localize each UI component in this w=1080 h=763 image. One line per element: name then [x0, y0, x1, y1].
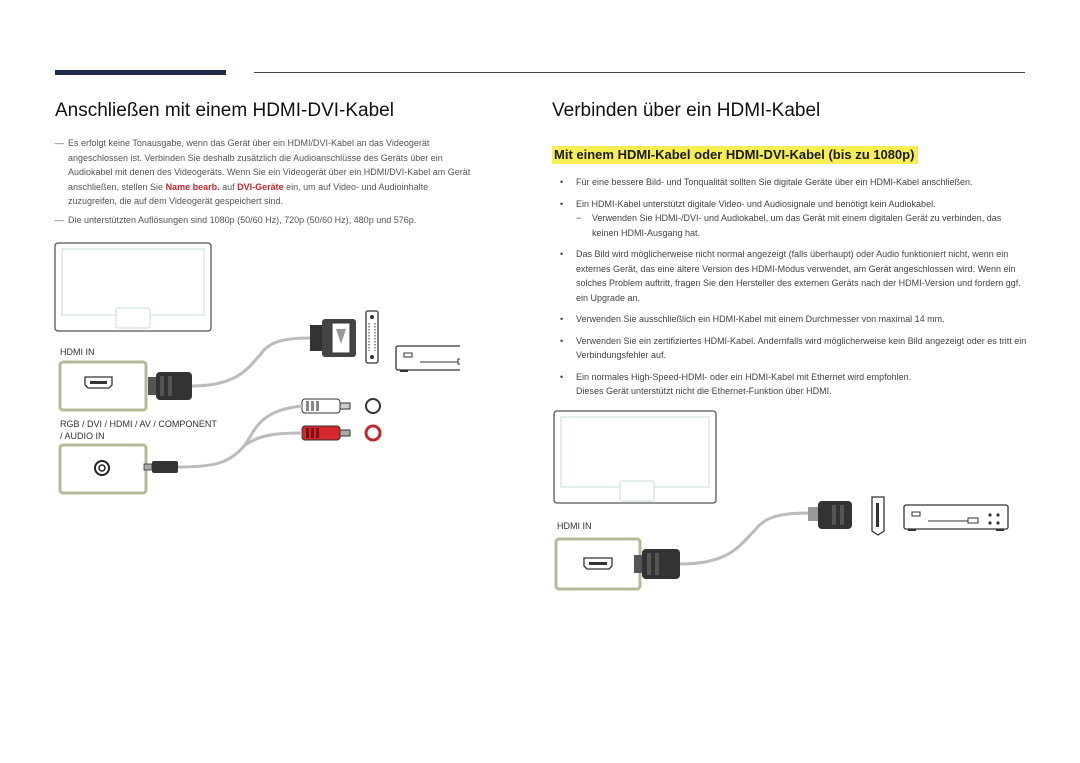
audio-in-label: RGB / DVI / HDMI / AV / COMPONENT / AUDI… [60, 418, 217, 442]
hdmi-cable-plug-icon [634, 549, 680, 579]
note-text: Es erfolgt keine Tonausgabe, wenn das Ge… [68, 138, 471, 192]
note-text: ein, um auf Video- und Audioinhalte zuzu… [68, 181, 429, 207]
bullet-icon: • [560, 314, 564, 324]
header-rule [254, 72, 1025, 73]
bullet-text: Ein HDMI-Kabel unterstützt digitale Vide… [576, 198, 936, 209]
dvi-port-icon [365, 310, 379, 364]
bullet-text: Verwenden Sie ausschließlich ein HDMI-Ka… [576, 314, 945, 324]
hdmi-cable-plug-icon [148, 372, 192, 400]
note-dash: ― [55, 138, 64, 148]
hdmi-dvi-connection-diagram [54, 242, 460, 495]
hdmi-in-label: HDMI IN [557, 521, 592, 531]
hdmi-dvi-cable [191, 336, 311, 388]
header-accent-bar [55, 70, 226, 75]
dvi-cable-plug-icon [310, 319, 356, 357]
bullet-item: • Für eine bessere Bild- und Tonqualität… [560, 175, 1030, 190]
rca-red-plug-icon [301, 425, 351, 441]
bullet-text-continued: Dieses Gerät unterstützt nicht die Ether… [576, 386, 832, 396]
bullet-item: • Verwenden Sie ausschließlich ein HDMI-… [560, 312, 1030, 327]
right-section-title: Verbinden über ein HDMI-Kabel [552, 100, 821, 121]
bullet-text: Das Bild wird möglicherweise nicht norma… [576, 249, 1021, 303]
video-player-device-icon [395, 345, 460, 372]
display-device-icon [553, 410, 717, 504]
right-section-subtitle: Mit einem HDMI-Kabel oder HDMI-DVI-Kabel… [552, 146, 919, 164]
bullet-subnote: − Verwenden Sie HDMI-/DVI- und Audiokabe… [576, 211, 1030, 240]
bullet-icon: • [560, 335, 564, 346]
setting-name-edit: Name bearb. [165, 181, 220, 192]
note-text: auf [219, 181, 238, 192]
rca-white-jack-icon [365, 398, 381, 414]
subnote-dash: − [576, 213, 582, 223]
audio-cable-plug-icon [143, 461, 178, 473]
right-bullet-list: • Für eine bessere Bild- und Tonqualität… [560, 175, 1030, 406]
bullet-text: Für eine bessere Bild- und Tonqualität s… [576, 177, 973, 187]
hdmi-port-icon [84, 376, 113, 389]
bullet-item: • Das Bild wird möglicherweise nicht nor… [560, 247, 1030, 305]
left-notes: ― Es erfolgt keine Tonausgabe, wenn das … [55, 136, 475, 231]
hdmi-cable [679, 511, 809, 566]
hdmi-port-icon [583, 557, 613, 570]
bullet-icon: • [560, 249, 564, 259]
bullet-item: • Ein HDMI-Kabel unterstützt digitale Vi… [560, 197, 1030, 241]
audio-cable [177, 404, 303, 469]
hdmi-in-label: HDMI IN [60, 347, 95, 357]
audio-in-label-line1: RGB / DVI / HDMI / AV / COMPONENT [60, 419, 217, 429]
hdmi-port-vertical-icon [871, 496, 885, 536]
bullet-text: Ein normales High-Speed-HDMI- oder ein H… [576, 371, 912, 382]
audio-in-label-line2: / AUDIO IN [60, 431, 105, 441]
rca-white-plug-icon [301, 398, 351, 414]
note-audio: ― Es erfolgt keine Tonausgabe, wenn das … [55, 136, 475, 209]
hdmi-cable-plug-icon [808, 501, 852, 529]
bullet-icon: • [560, 371, 564, 382]
display-device-icon [54, 242, 212, 332]
bullet-icon: • [560, 198, 564, 209]
note-text: Die unterstützten Auflösungen sind 1080p… [68, 214, 417, 225]
bullet-item: • Ein normales High-Speed-HDMI- oder ein… [560, 370, 1030, 399]
subnote-text: Verwenden Sie HDMI-/DVI- und Audiokabel,… [592, 213, 1002, 238]
bullet-item: • Verwenden Sie ein zertifiziertes HDMI-… [560, 334, 1030, 363]
rca-red-jack-icon [364, 424, 382, 442]
note-dash: ― [55, 214, 64, 225]
setting-dvi-devices: DVI-Geräte [237, 181, 284, 192]
audio-jack-port-icon [94, 460, 110, 476]
left-section-title: Anschließen mit einem HDMI-DVI-Kabel [55, 100, 394, 121]
bullet-text: Verwenden Sie ein zertifiziertes HDMI-Ka… [576, 335, 1027, 361]
hdmi-connection-diagram [553, 410, 1009, 591]
note-resolutions: ― Die unterstützten Auflösungen sind 108… [55, 213, 475, 228]
bullet-icon: • [560, 177, 564, 187]
video-player-device-icon [903, 504, 1009, 531]
